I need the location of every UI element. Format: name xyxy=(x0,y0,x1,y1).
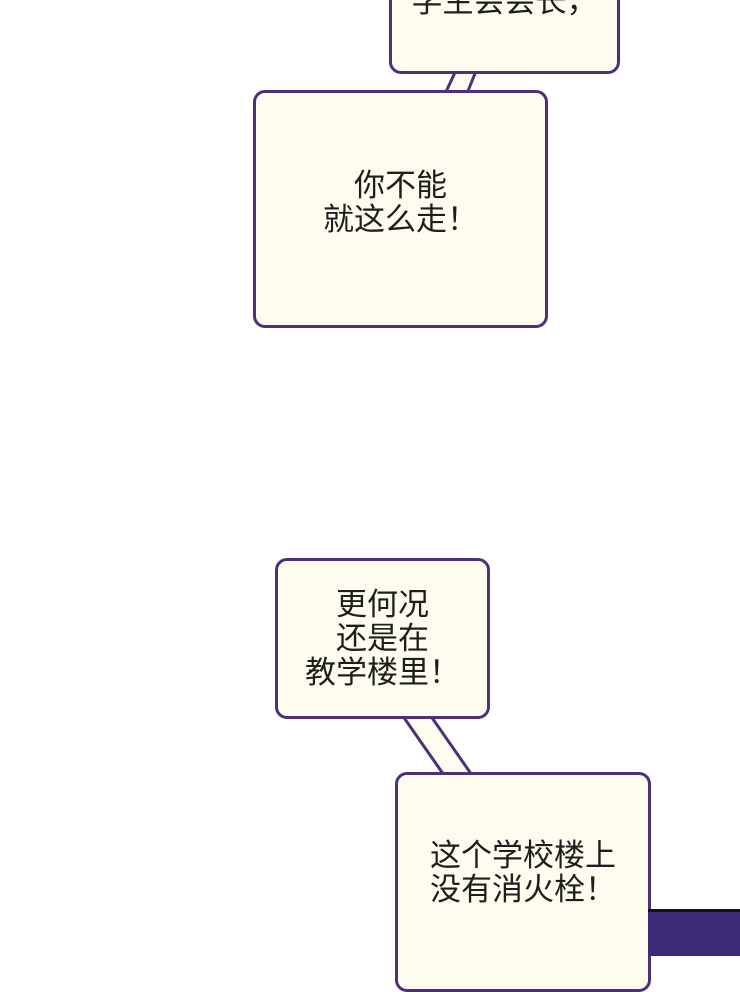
bubble-text: 这个学校楼上 没有消火栓！ xyxy=(430,838,616,908)
speech-bubble-no-hydrant: 这个学校楼上 没有消火栓！ xyxy=(395,772,651,992)
speech-bubble-moreover: 更何况 还是在 教学楼里！ xyxy=(275,558,490,719)
bubble-text: 更何况 还是在 教学楼里！ xyxy=(305,586,460,691)
speech-bubble-cant-leave: 你不能 就这么走！ xyxy=(253,90,548,328)
bubble-text: 学生会会长， xyxy=(411,0,598,20)
bubble-text: 你不能 就这么走！ xyxy=(323,168,478,238)
dark-panel-corner xyxy=(648,909,740,956)
speech-bubble-top: 学生会会长， xyxy=(389,0,620,74)
connector-bottom xyxy=(398,710,476,780)
